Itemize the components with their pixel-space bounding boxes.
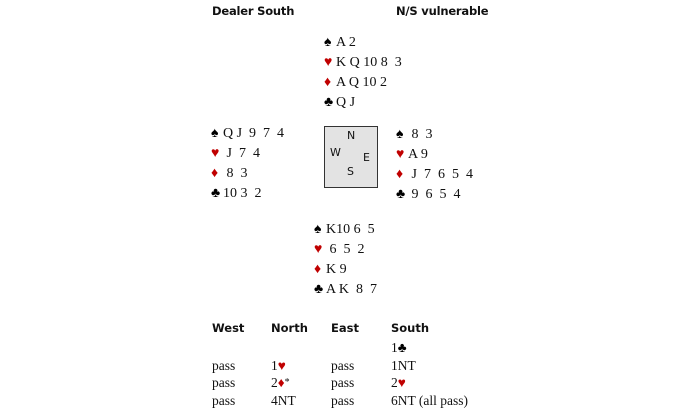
south-spade-row: ♠ K10 6 5 [314,220,377,240]
spade-icon: ♠ [314,222,322,237]
auction-bid: pass [331,374,354,392]
bid-text: pass [212,375,236,390]
west-heart-row: ♥ J 7 4 [211,144,284,164]
heart-icon: ♥ [397,375,406,390]
west-club-row: ♣10 3 2 [211,184,284,204]
bid-text: pass [212,357,236,373]
club-icon: ♣ [314,282,324,297]
bid-text: 1 [391,340,398,355]
west-heart-cards: J 7 4 [223,146,260,161]
north-spade-cards: A 2 [336,35,356,50]
south-spade-cards: K10 6 5 [326,222,375,237]
south-heart-row: ♥ 6 5 2 [314,240,377,260]
auction-bid: pass [212,374,235,392]
south-heart-cards: 6 5 2 [326,242,365,257]
dealer-label: Dealer South [212,4,295,18]
bid-text: pass [331,392,355,408]
bid-text: 2 [271,375,278,390]
heart-icon: ♥ [211,146,220,161]
auction-bid: 2♦* [271,374,290,392]
south-club-row: ♣A K 8 7 [314,280,377,300]
vulnerability-label: N/S vulnerable [396,4,489,18]
west-diamond-cards: 8 3 [223,166,248,181]
club-icon: ♣ [211,186,221,201]
east-spade-row: ♠ 8 3 [396,125,473,145]
club-icon: ♣ [397,340,407,355]
compass-box: N W E S [324,126,378,188]
south-hand: ♠K10 6 5♥ 6 5 2♦K 9♣A K 8 7 [314,220,377,300]
north-spade-row: ♠ A 2 [324,33,402,53]
auction-header-east: East [331,321,359,335]
auction-bid: 1NT [391,357,416,375]
heart-icon: ♥ [396,147,405,162]
auction-bid: pass [212,357,235,375]
east-diamond-cards: J 7 6 5 4 [408,167,473,182]
bid-text: 1NT [391,357,416,373]
north-heart-cards: K Q 10 8 3 [336,55,402,70]
east-heart-cards: A 9 [408,147,428,162]
south-diamond-cards: K 9 [326,262,347,277]
north-club-cards: Q J [336,95,356,110]
diamond-icon: ♦ [396,167,404,182]
bid-text: 6NT (all pass) [391,392,468,408]
south-diamond-row: ♦ K 9 [314,260,377,280]
north-diamond-row: ♦ A Q 10 2 [324,73,402,93]
spade-icon: ♠ [396,127,404,142]
heart-icon: ♥ [324,55,333,70]
auction-bid: pass [331,392,354,410]
compass-east: E [363,151,370,164]
west-club-cards: 10 3 2 [223,186,262,201]
east-diamond-row: ♦ J 7 6 5 4 [396,165,473,185]
diamond-icon: ♦ [324,75,332,90]
west-diamond-row: ♦ 8 3 [211,164,284,184]
heart-icon: ♥ [277,357,286,373]
diamond-icon: ♦ [211,166,219,181]
auction-bid: 4NT [271,392,296,410]
auction-bid: 6NT (all pass) [391,392,468,410]
auction-bid: 1♣ [391,339,407,357]
club-icon: ♣ [396,187,406,202]
bid-text: 2 [391,375,398,390]
north-diamond-cards: A Q 10 2 [336,75,387,90]
heart-icon: ♥ [314,242,323,257]
auction-bid: pass [212,392,235,410]
bid-text: pass [331,375,355,390]
diamond-icon: ♦ [277,375,285,390]
diamond-icon: ♦ [314,262,322,277]
spade-icon: ♠ [324,35,332,50]
west-spade-row: ♠ Q J 9 7 4 [211,124,284,144]
east-hand: ♠ 8 3♥A 9♦ J 7 6 5 4♣ 9 6 5 4 [396,125,473,205]
bid-text: 4NT [271,392,296,408]
bid-text: 1 [271,357,278,373]
compass-west: W [330,146,341,159]
bid-text: pass [331,357,355,373]
bid-text: pass [212,392,236,408]
east-heart-row: ♥A 9 [396,145,473,165]
auction-header-south: South [391,321,430,335]
east-spade-cards: 8 3 [408,127,433,142]
north-hand: ♠A 2♥K Q 10 8 3♦A Q 10 2♣Q J [324,33,402,113]
auction-bid: 1♥ [271,357,286,375]
west-hand: ♠Q J 9 7 4♥ J 7 4♦ 8 3♣10 3 2 [211,124,284,204]
south-club-cards: A K 8 7 [326,282,377,297]
east-club-cards: 9 6 5 4 [408,187,461,202]
west-spade-cards: Q J 9 7 4 [223,126,285,141]
auction-bid: pass [331,357,354,375]
auction-bid: 2♥ [391,374,406,392]
club-icon: ♣ [324,95,334,110]
compass-south: S [347,165,354,178]
spade-icon: ♠ [211,126,219,141]
east-club-row: ♣ 9 6 5 4 [396,185,473,205]
alert-marker: * [284,377,290,388]
north-club-row: ♣Q J [324,93,402,113]
auction-header-north: North [271,321,308,335]
compass-north: N [347,129,356,142]
north-heart-row: ♥K Q 10 8 3 [324,53,402,73]
auction-header-west: West [212,321,245,335]
